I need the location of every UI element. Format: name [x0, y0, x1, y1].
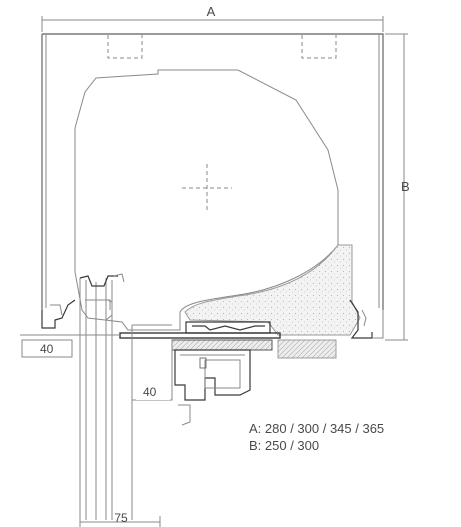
roller-axis-crosshair [182, 164, 232, 212]
vertical-guide-rail [79, 273, 133, 520]
left-offset-label: 40 [40, 342, 54, 356]
dimension-spec: A: 280 / 300 / 345 / 365 B: 250 / 300 [249, 421, 384, 453]
rolled-curtain-outline [74, 69, 339, 331]
lower-offset-label: 40 [143, 385, 157, 399]
window-lintel-profile [119, 321, 281, 351]
left-offset-dimension: 40 [21, 339, 73, 358]
bottom-width-label: 75 [114, 511, 128, 525]
dimension-b-label: B [401, 179, 410, 194]
right-end-cap-detail [349, 299, 384, 339]
dimension-b: B [385, 33, 410, 341]
shutter-box-casing [41, 33, 384, 310]
lower-offset-dimension: 40 [132, 324, 173, 401]
dimension-a: A [41, 4, 384, 32]
left-end-cap-detail [20, 299, 120, 336]
mounting-bracket-right [301, 35, 337, 59]
dimension-a-label: A [207, 4, 216, 19]
window-frame-profile [174, 349, 251, 426]
mounting-bracket-left [107, 35, 143, 59]
spec-a-line: A: 280 / 300 / 345 / 365 [249, 421, 384, 436]
right-support-block [277, 339, 337, 359]
spec-b-line: B: 250 / 300 [249, 438, 319, 453]
bottom-width-dimension: 75 [79, 511, 161, 527]
